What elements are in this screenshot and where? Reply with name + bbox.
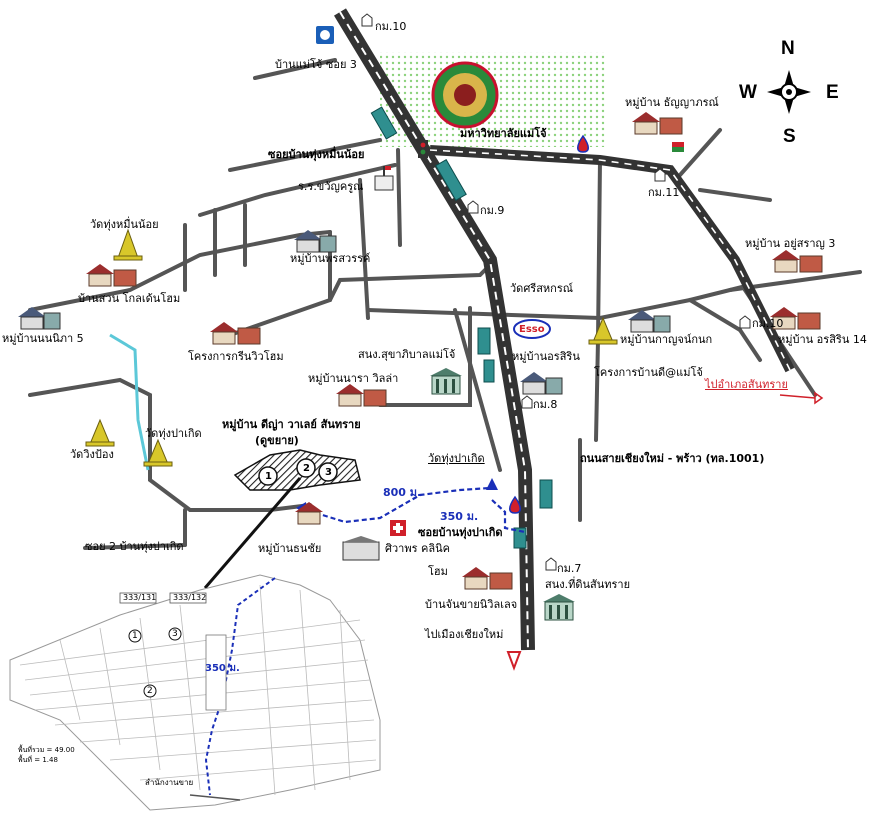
inset-area1-label: พื้นที่รวม = 49.00 (18, 746, 75, 754)
inset-leader-line (203, 477, 302, 589)
target-village-label: หมู่บ้าน ดีญ่า วาเลย์ สันทราย (222, 418, 361, 431)
hospital-icon (390, 520, 406, 536)
moo-thanachai-label: หมู่บ้านธนชัย (258, 542, 322, 555)
km10-top-label: กม.10 (375, 20, 407, 33)
village-plan-inset (9, 574, 381, 811)
wat-thung-muen-noi-label: วัดทุ่งหมื่นน้อย (90, 218, 159, 231)
home-partial-label: โฮม (428, 565, 448, 578)
inset-marker-2-label: 2 (147, 686, 153, 696)
km10-right-label: กม.10 (752, 317, 784, 330)
sansai-road (429, 145, 795, 373)
distance-350-label: 350 ม. (440, 510, 479, 523)
route-350m (491, 499, 526, 534)
wat-thung-pa-koed-left-label: วัดทุ่งปาเกิด (145, 427, 202, 440)
to-chiangmai-label: ไปเมืองเชียงใหม่ (425, 628, 504, 641)
distance-800-label: 800 ม. (383, 486, 422, 499)
marker-1 (258, 466, 278, 486)
stream (109, 333, 150, 471)
ban-chan-chai-label: บ้านจันขายนิวิลเลจ (425, 598, 518, 611)
compass-rose (767, 70, 811, 114)
compass-e: E (826, 82, 839, 103)
flag-icon (672, 142, 684, 152)
road-maejo-soi-label: บ้านแม่โจ้ ซอย 3 (275, 58, 357, 71)
km-markers (361, 13, 751, 571)
ban-suan-golden-home-label: บ้านสวน โกลเด้นโฮม (78, 292, 181, 305)
marker-2 (296, 458, 316, 478)
km9-label: กม.9 (480, 204, 505, 217)
fuel-station-icons (509, 134, 589, 514)
school-label: ร.ร.ขวัญครูณ (298, 180, 364, 193)
to-sansai-label: ไปอำเภอสันทราย (705, 378, 788, 391)
soi-ban-thung-pa-koed-label: ซอยบ้านทุ่งปาเกิด (418, 526, 503, 539)
main-road-label: ถนนสายเชียงใหม่ - พร้าว (ทล.1001) (580, 452, 765, 465)
compass-w: W (739, 82, 757, 103)
moo-orasirin14-label: หมู่บ้าน อรสิริน 14 (778, 333, 867, 346)
wat-sri-sahakorn-label: วัดศรีสหกรณ์ (510, 282, 573, 295)
km7-label: กม.7 (557, 562, 582, 575)
moo-tanyarat-label: หมู่บ้าน ธัญญาภรณ์ (625, 96, 719, 109)
clinic-label: ศิวาพร คลินิค (385, 542, 450, 555)
km8-label: กม.8 (533, 398, 558, 411)
marker-1-label: 1 (265, 471, 272, 482)
marker-2-label: 2 (303, 463, 310, 474)
main-highway (334, 8, 535, 651)
university-label: มหาวิทยาลัยแม่โจ้ (460, 127, 547, 140)
route-arrow-up (486, 478, 498, 490)
traffic-light-icon (418, 140, 428, 158)
land-office-label: สนง.ที่ดินสันทราย (545, 578, 631, 591)
inset-marker-3-label: 3 (172, 629, 178, 639)
km11-label: กม.11 (648, 186, 680, 199)
wat-thung-pa-koed-right-label: วัดทุ่งปาเกิด (428, 452, 485, 465)
inset-distance-label: 350 ม. (205, 663, 240, 674)
soi-thung-muen-noi-label: ซอยบ้านทุ่งหมื่นน้อย (268, 148, 365, 161)
house-icons (18, 112, 823, 590)
soi2-label: ซอย 2 บ้านทุ่งปาเกิด (85, 540, 184, 553)
wat-wing-pong-label: วัดวิงป้อง (70, 448, 114, 461)
moo-kanjanakanok-label: หมู่บ้านกาญจน์กนก (620, 333, 713, 346)
moo-aiyaram-label: หมู่บ้าน อยู่สราญ 3 (745, 237, 836, 250)
route-800m (299, 479, 494, 524)
bank-icon (316, 26, 334, 44)
green-view-home-label: โครงการกรีนวิวโฮม (188, 350, 284, 363)
compass-s: S (783, 126, 796, 147)
compass-n: N (781, 38, 795, 59)
arrow-to-chiangmai (506, 651, 522, 671)
inset-lot-b-label: 333/132 (173, 593, 207, 602)
marker-3-label: 3 (325, 467, 332, 478)
inset-gate-label: สำนักงานขาย (145, 778, 194, 787)
esso-sign (513, 319, 551, 339)
inset-area2-label: พื้นที่ = 1.48 (18, 756, 58, 764)
moo-nannapa-label: หมู่บ้านนนนิภา 5 (2, 332, 84, 345)
moo-orasirin-label: หมู่บ้านอรสิริน (512, 350, 580, 363)
target-village-zoom-label: (ดูขยาย) (255, 434, 299, 447)
inset-lot-a-label: 333/131 (123, 593, 157, 602)
health-station-label: สนง.สุขาภิบาลแม่โจ้ (358, 348, 456, 361)
project-d-maejo-label: โครงการบ้านดี@แม่โจ้ (594, 366, 703, 379)
university-seal (431, 61, 499, 129)
moo-pornsawan-label: หมู่บ้านพรสวรรค์ (290, 252, 371, 265)
roadside-buildings (370, 106, 553, 549)
arrow-to-sansai (814, 391, 824, 405)
esso-label: Esso (519, 324, 545, 335)
moo-nara-villa-label: หมู่บ้านนารา วิลล่า (308, 372, 399, 385)
minor-roads (28, 58, 862, 550)
temple-icons (85, 228, 618, 467)
government-buildings (342, 166, 575, 621)
inset-marker-1-label: 1 (132, 631, 138, 641)
marker-3 (318, 462, 338, 482)
